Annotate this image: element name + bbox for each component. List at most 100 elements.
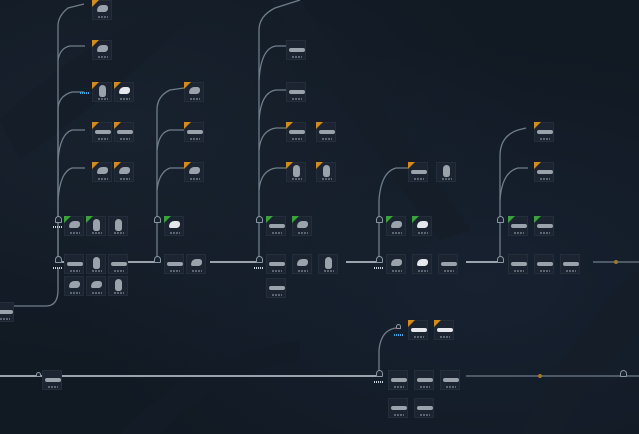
tech-node-bottom-left[interactable] xyxy=(42,370,106,390)
branch-hub-icon[interactable] xyxy=(55,256,62,263)
tech-node-left-branch-b[interactable] xyxy=(64,254,128,296)
branch-hub-icon[interactable] xyxy=(55,216,62,223)
tech-node-mid-a[interactable] xyxy=(164,216,228,236)
tech-card[interactable] xyxy=(560,254,580,274)
tech-card[interactable] xyxy=(412,254,432,274)
tech-node-mid-b[interactable] xyxy=(164,254,228,274)
tech-card[interactable] xyxy=(508,254,528,274)
tech-card[interactable] xyxy=(164,216,184,236)
tech-card[interactable] xyxy=(64,276,84,296)
tech-card[interactable] xyxy=(286,122,306,142)
tech-card[interactable] xyxy=(114,122,134,142)
tech-card[interactable] xyxy=(92,40,112,60)
tech-node-upper-left-4[interactable] xyxy=(84,122,148,142)
tech-card[interactable] xyxy=(86,276,106,296)
tech-node-mid-column-2[interactable] xyxy=(184,122,248,142)
tech-card[interactable] xyxy=(186,254,206,274)
tech-card[interactable] xyxy=(388,398,408,418)
tech-card[interactable] xyxy=(42,370,62,390)
tech-node-mid-column-1[interactable] xyxy=(184,82,248,102)
tech-card[interactable] xyxy=(64,254,84,274)
tech-card[interactable] xyxy=(292,254,312,274)
tech-card[interactable] xyxy=(92,122,112,142)
tech-card[interactable] xyxy=(408,162,428,182)
tech-card[interactable] xyxy=(434,320,454,340)
tech-node-upper-left-2[interactable] xyxy=(84,40,148,60)
tech-card[interactable] xyxy=(534,254,554,274)
tech-card[interactable] xyxy=(414,398,434,418)
tech-card[interactable] xyxy=(114,162,134,182)
tech-card[interactable] xyxy=(316,162,336,182)
tech-card[interactable] xyxy=(292,216,312,236)
tech-card[interactable] xyxy=(164,254,184,274)
tech-card[interactable] xyxy=(266,216,286,236)
tech-node-bottom-cluster[interactable] xyxy=(394,320,460,356)
tech-node-right-a[interactable] xyxy=(386,216,450,236)
tech-card[interactable] xyxy=(508,216,528,236)
tech-card[interactable] xyxy=(412,216,432,236)
branch-hub-icon[interactable] xyxy=(154,256,161,263)
tech-card[interactable] xyxy=(184,82,204,102)
tech-card[interactable] xyxy=(414,370,434,390)
tech-card[interactable] xyxy=(386,216,406,236)
branch-hub-icon[interactable] xyxy=(620,370,627,377)
tech-node-fourth-1[interactable] xyxy=(408,162,472,182)
branch-hub-icon[interactable] xyxy=(497,256,504,263)
branch-hub-icon[interactable] xyxy=(376,370,383,377)
tech-node-upper-left-5[interactable] xyxy=(84,162,148,182)
tech-card[interactable] xyxy=(86,216,106,236)
tech-node-far-right-b[interactable] xyxy=(508,254,580,274)
tech-card[interactable] xyxy=(316,122,336,142)
branch-hub-icon[interactable] xyxy=(376,216,383,223)
tech-node-right-b[interactable] xyxy=(386,254,458,274)
tech-node-fifth-1[interactable] xyxy=(526,122,590,142)
tech-node-left-branch-a[interactable] xyxy=(64,216,128,236)
tech-card[interactable] xyxy=(86,254,106,274)
branch-hub-icon[interactable] xyxy=(497,216,504,223)
tech-card[interactable] xyxy=(114,82,134,102)
branch-hub-icon[interactable] xyxy=(376,256,383,263)
tech-node-third-2[interactable] xyxy=(286,82,350,102)
tech-card[interactable] xyxy=(92,162,112,182)
tech-card[interactable] xyxy=(92,82,112,102)
tech-node-far-right-a[interactable] xyxy=(508,216,572,236)
tech-card[interactable] xyxy=(286,40,306,60)
branch-hub-icon[interactable] xyxy=(396,324,401,329)
tech-node-center-b[interactable] xyxy=(266,254,338,298)
branch-hub-icon[interactable] xyxy=(36,372,41,377)
tech-node-fifth-2[interactable] xyxy=(526,162,590,182)
tech-card[interactable] xyxy=(388,370,408,390)
tech-card[interactable] xyxy=(286,82,306,102)
tech-card[interactable] xyxy=(108,276,128,296)
tech-card[interactable] xyxy=(108,216,128,236)
branch-hub-icon[interactable] xyxy=(256,216,263,223)
tech-node-third-3[interactable] xyxy=(286,122,350,142)
tech-card[interactable] xyxy=(266,254,286,274)
branch-hub-icon[interactable] xyxy=(154,216,161,223)
tech-card[interactable] xyxy=(440,370,460,390)
tech-card[interactable] xyxy=(64,216,84,236)
tech-node-center-a[interactable] xyxy=(266,216,330,236)
tech-card[interactable] xyxy=(184,162,204,182)
tech-node-third-1[interactable] xyxy=(286,40,350,60)
tech-card[interactable] xyxy=(408,320,428,340)
tech-node-upper-left-1[interactable] xyxy=(84,0,148,20)
tech-card[interactable] xyxy=(318,254,338,274)
tech-card[interactable] xyxy=(266,278,286,298)
tech-node-lower-left[interactable] xyxy=(0,302,64,322)
tech-card[interactable] xyxy=(184,122,204,142)
tech-card[interactable] xyxy=(92,0,112,20)
tech-node-bottom-rifles[interactable] xyxy=(388,370,460,418)
tech-card[interactable] xyxy=(386,254,406,274)
tech-node-upper-left-3[interactable] xyxy=(80,82,148,102)
tech-card[interactable] xyxy=(108,254,128,274)
tech-card[interactable] xyxy=(438,254,458,274)
tech-node-mid-column-3[interactable] xyxy=(184,162,248,182)
tech-card[interactable] xyxy=(436,162,456,182)
tech-card[interactable] xyxy=(286,162,306,182)
tech-node-third-4[interactable] xyxy=(286,162,350,182)
tech-card[interactable] xyxy=(0,302,14,322)
branch-hub-icon[interactable] xyxy=(256,256,263,263)
tech-card[interactable] xyxy=(534,216,554,236)
